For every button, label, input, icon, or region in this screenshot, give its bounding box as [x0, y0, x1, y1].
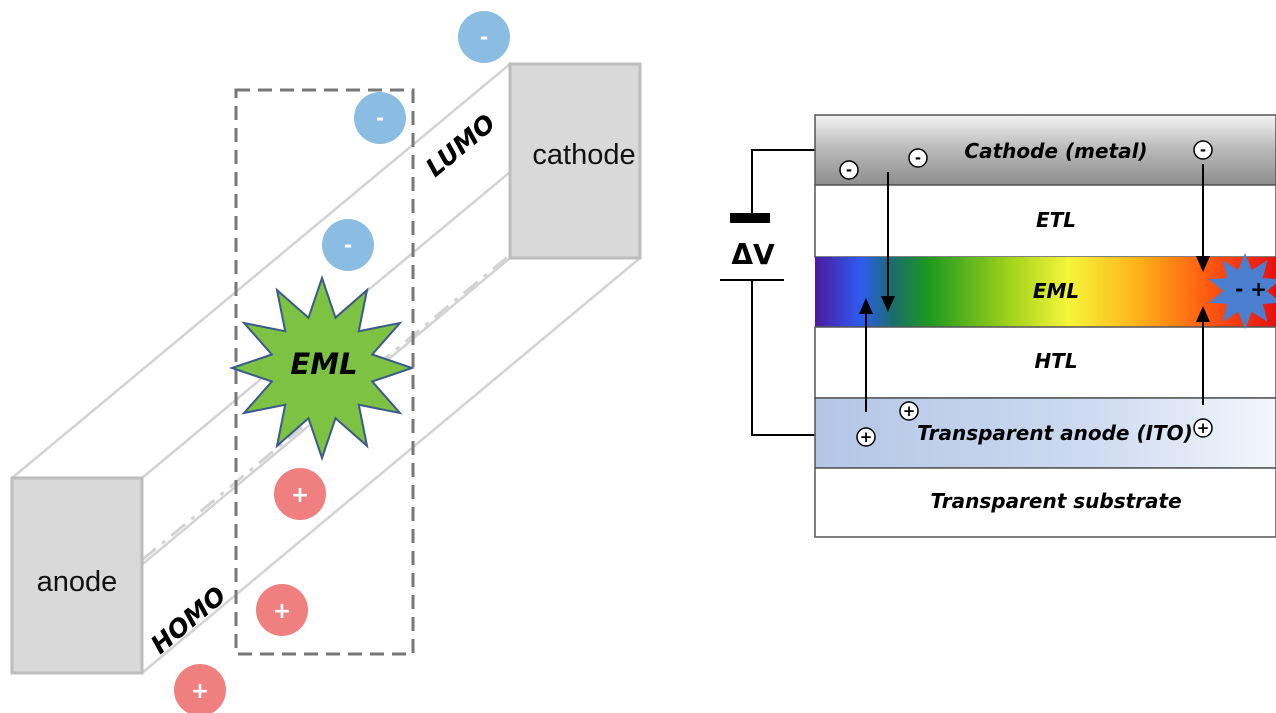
hole-3: + [174, 664, 226, 713]
layer-substrate [814, 467, 1276, 538]
anode-hole-2: + [899, 401, 919, 421]
circuit-wire [720, 149, 815, 436]
electron-sign: - [376, 106, 384, 130]
eml-star-label: EML [290, 347, 357, 381]
anode-layer-label: Transparent anode (ITO) [917, 421, 1193, 445]
eml-layer-label: EML [1033, 279, 1079, 303]
electron-sign: - [480, 25, 488, 49]
cathode-electron-1: - [839, 160, 859, 180]
electron-2: - [354, 92, 406, 144]
hole-sign: + [291, 483, 309, 508]
hole-sign: + [860, 428, 873, 446]
right-device-stack: ΔV Cathode (metal) ETL EML HTL Transpare… [720, 114, 1276, 538]
cathode-electrode: cathode [508, 62, 642, 260]
hole-sign: + [273, 599, 291, 624]
hole-sign: + [903, 402, 916, 420]
cathode-label: cathode [532, 139, 635, 171]
electron-sign: - [1200, 141, 1206, 159]
hole-sign: + [191, 679, 209, 704]
etl-layer-label: ETL [1036, 208, 1076, 232]
anode-hole-3: + [1193, 418, 1213, 438]
hole-sign: + [1197, 419, 1210, 437]
exciton-starburst: - + [1208, 253, 1276, 329]
anode-label: anode [37, 566, 118, 598]
hole-1: + [274, 468, 326, 520]
electron-sign: - [915, 149, 921, 167]
anode-electrode: anode [10, 476, 144, 675]
layer-htl [814, 326, 1276, 399]
voltage-label: ΔV [731, 238, 775, 271]
exciton-label: - + [1235, 277, 1267, 301]
substrate-layer-label: Transparent substrate [930, 489, 1181, 513]
electron-3: - [322, 219, 374, 271]
electron-sign: - [344, 233, 352, 257]
anode-hole-1: + [856, 427, 876, 447]
charge-arrows [859, 164, 1210, 412]
layer-etl [814, 184, 1276, 258]
electron-1: - [458, 11, 510, 63]
battery-terminal [730, 213, 770, 223]
cathode-electron-2: - [908, 148, 928, 168]
cathode-layer-label: Cathode (metal) [964, 139, 1147, 163]
lumo-label: LUMO [420, 108, 501, 182]
hole-2: + [256, 584, 308, 636]
electron-sign: - [846, 161, 852, 179]
homo-label: HOMO [145, 581, 231, 660]
eml-dashed-region [234, 88, 415, 656]
htl-layer-label: HTL [1034, 349, 1077, 373]
left-energy-diagram: anode cathode LUMO HOMO EML - - - [10, 11, 642, 713]
eml-starburst: EML [228, 274, 416, 462]
cathode-electron-3: - [1193, 140, 1213, 160]
